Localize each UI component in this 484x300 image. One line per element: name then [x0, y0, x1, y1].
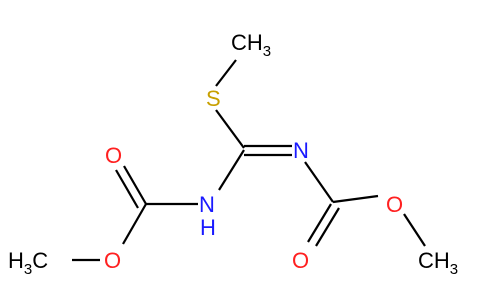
atom-oxygen-carbonyl-right: O	[292, 248, 309, 273]
bond-c-n-amine	[218, 149, 245, 191]
atom-nitrogen-imine: N	[293, 138, 309, 163]
atom-oxygen-carbonyl-left: O	[105, 143, 122, 168]
bond-c-left-carbonyl-1	[123, 165, 147, 205]
atom-nitrogen-amine: N	[199, 192, 215, 217]
atom-labels: CH3 S N N H O O H3C O O CH3	[8, 30, 458, 278]
bond-oester-ch3-right	[403, 213, 426, 247]
bond-ch3-s	[215, 59, 237, 87]
bond-c-left-carbonyl-2	[115, 169, 139, 209]
atom-hydrogen-amine: H	[200, 215, 216, 240]
bond-c-right-carbonyl-2	[315, 207, 340, 247]
bond-s-c	[215, 109, 245, 149]
bonds	[72, 59, 426, 262]
atom-oxygen-ester-right: O	[386, 192, 403, 217]
atom-sulfur: S	[206, 86, 221, 111]
atom-ch3-top: CH3	[231, 30, 271, 60]
atom-methyl-right: CH3	[418, 248, 458, 278]
bond-nimine-c-right	[304, 161, 334, 203]
bond-c-right-carbonyl-1	[307, 203, 332, 243]
bond-c-left-oester	[122, 203, 147, 245]
atom-oxygen-ester-left: O	[104, 248, 121, 273]
bond-c-right-oester	[332, 194, 379, 204]
atom-methyl-left: H3C	[8, 248, 48, 278]
